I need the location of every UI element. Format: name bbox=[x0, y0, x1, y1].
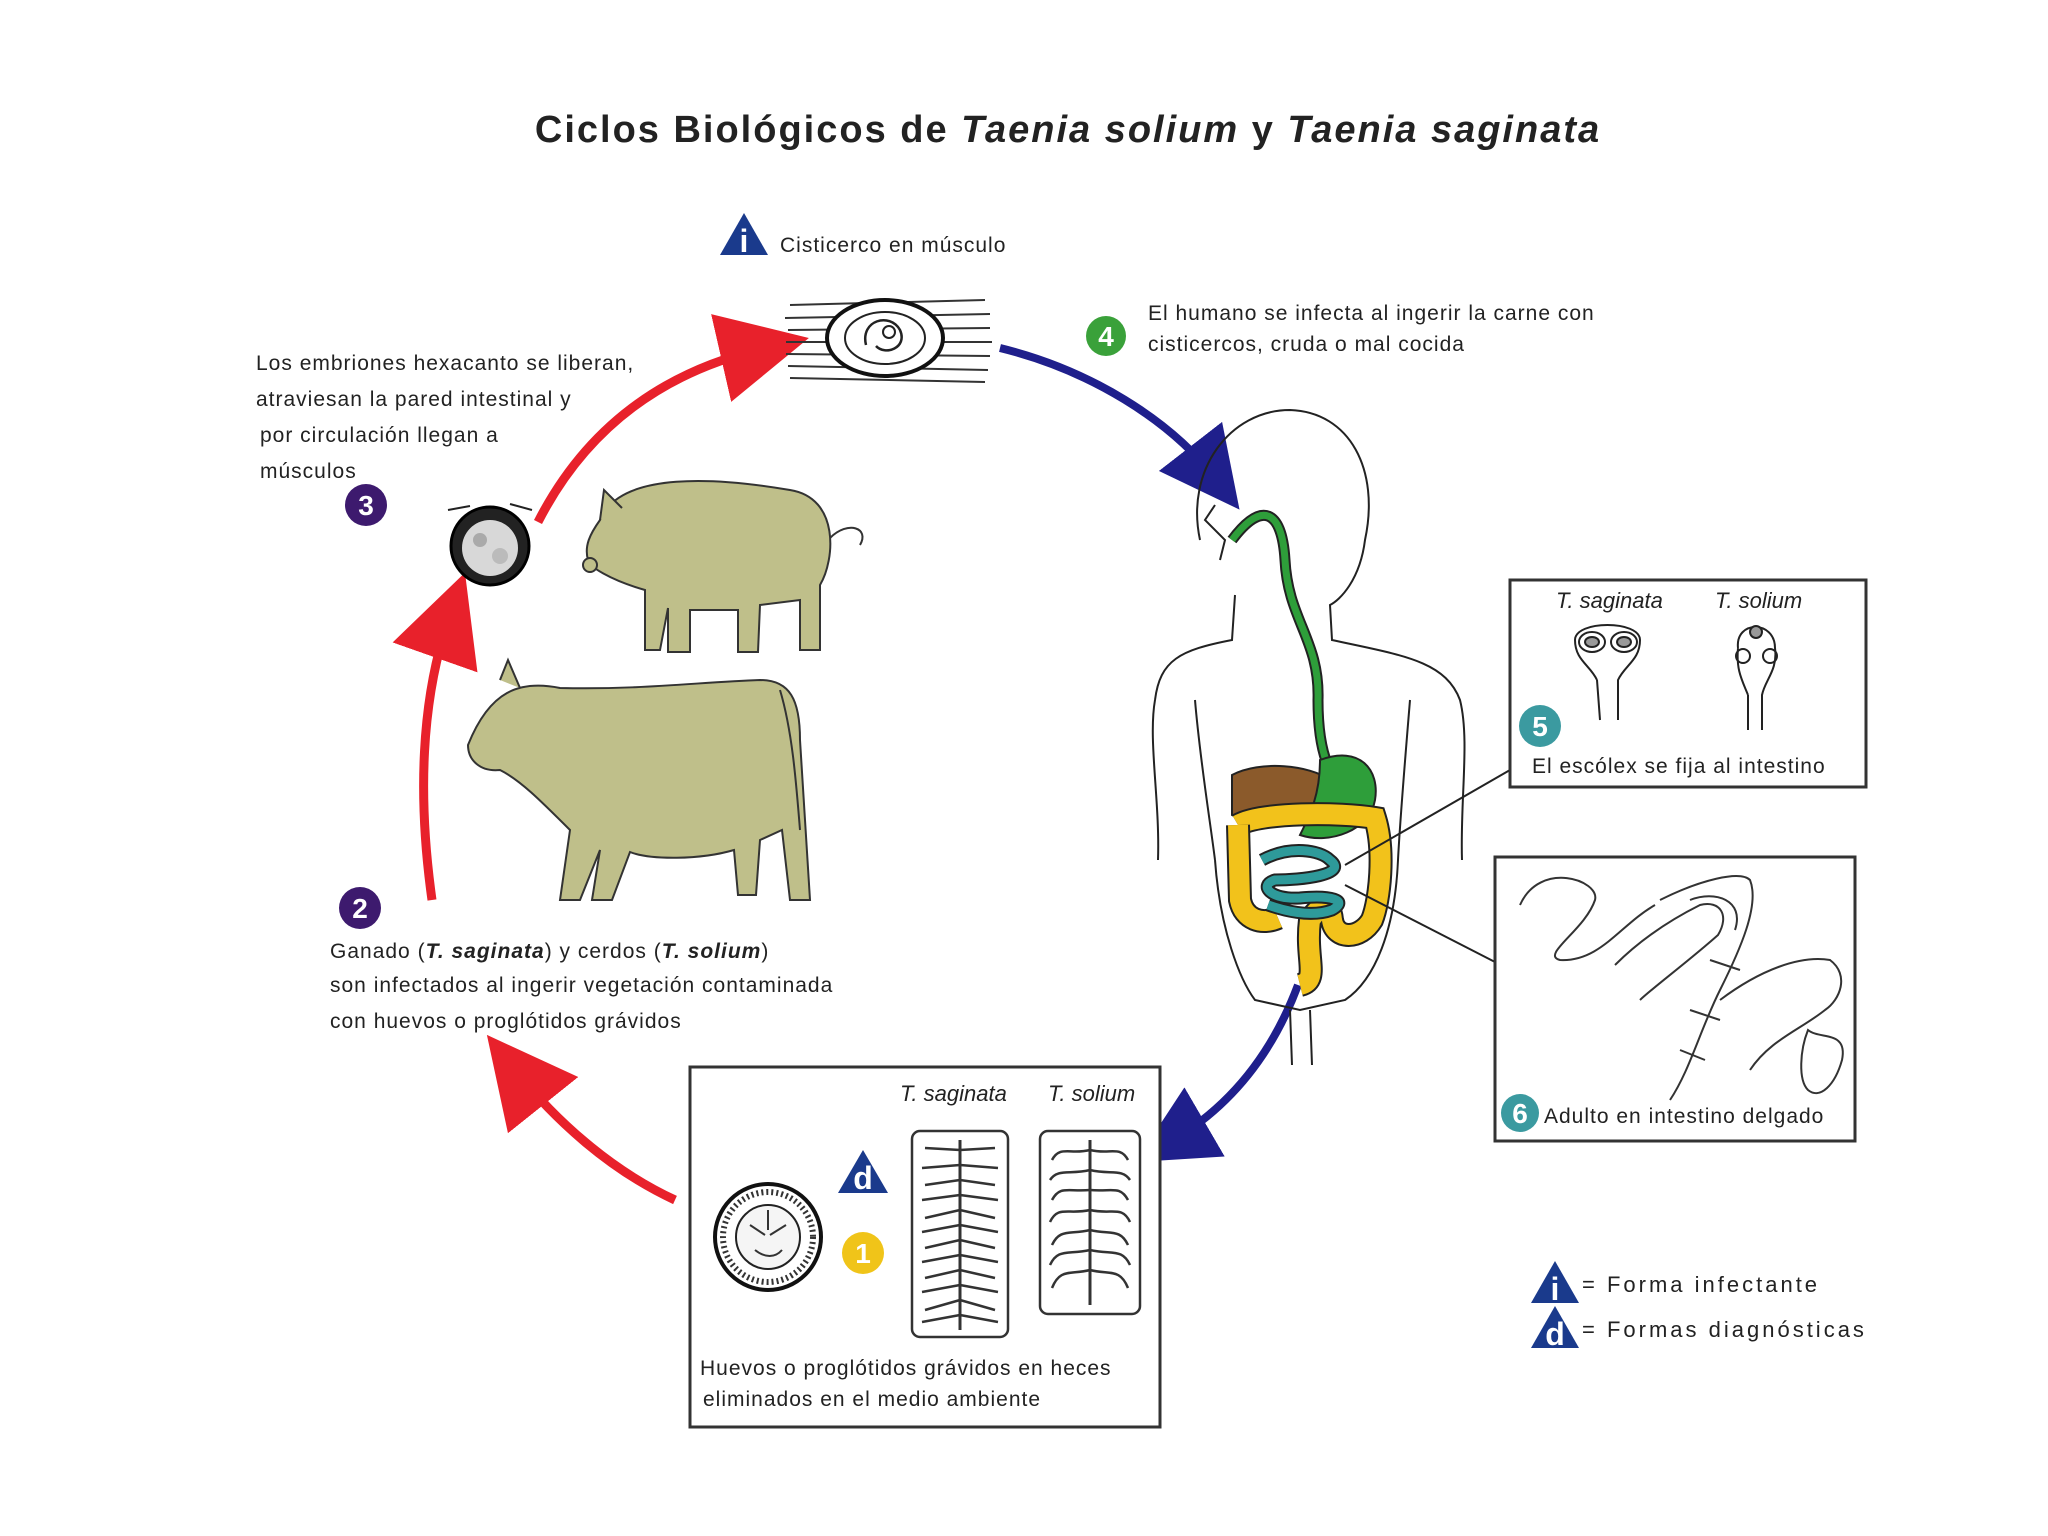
step-4-badge: 4 bbox=[1086, 316, 1126, 356]
step-4-text-line2: cisticercos, cruda o mal cocida bbox=[1148, 333, 1465, 356]
infective-form-triangle-icon: i bbox=[720, 213, 768, 259]
adult-tapeworm-drawing bbox=[1519, 875, 1844, 1101]
step-6-badge: 6 bbox=[1501, 1094, 1539, 1132]
step-2-badge: 2 bbox=[339, 887, 381, 929]
eggs-caption-line1: Huevos o proglótidos grávidos en heces bbox=[700, 1357, 1112, 1380]
eggs-proglottids-box: T. saginata T. solium d 1 Huevos bbox=[688, 1065, 1162, 1429]
human-illustration bbox=[1151, 408, 1466, 1066]
step-2-text-line2: son infectados al ingerir vegetación con… bbox=[330, 974, 833, 997]
legend-diagnostic-label: = Formas diagnósticas bbox=[1582, 1317, 1867, 1342]
legend-diagnostic-triangle-icon: d bbox=[1531, 1306, 1579, 1352]
legend-infective-triangle-icon: i bbox=[1531, 1261, 1579, 1307]
step-5-badge: 5 bbox=[1519, 705, 1561, 747]
svg-text:i: i bbox=[740, 223, 749, 259]
step-3-text-line2: atraviesan la pared intestinal y bbox=[256, 388, 572, 411]
step-2-text-line3: con huevos o proglótidos grávidos bbox=[330, 1010, 682, 1033]
cysticercus-in-muscle-illustration bbox=[784, 298, 992, 383]
arrow-to-human bbox=[999, 344, 1240, 510]
svg-text:5: 5 bbox=[1532, 711, 1548, 742]
arrow-to-livestock bbox=[486, 1034, 677, 1205]
saginata-proglottid-drawing bbox=[910, 1129, 1010, 1339]
pointer-line-adult bbox=[1344, 884, 1496, 963]
eggs-caption-line2: eliminados en el medio ambiente bbox=[703, 1388, 1041, 1411]
step-1-badge: 1 bbox=[842, 1232, 884, 1274]
step-3-text-line4: músculos bbox=[260, 460, 357, 483]
scolex-caption: El escólex se fija al intestino bbox=[1532, 755, 1826, 778]
legend: i = Forma infectante d = Formas diagnóst… bbox=[1531, 1261, 1867, 1352]
pointer-line-scolex bbox=[1344, 769, 1511, 866]
adult-worm-box: 6 Adulto en intestino delgado bbox=[1493, 855, 1857, 1143]
svg-text:3: 3 bbox=[358, 490, 374, 521]
svg-text:d: d bbox=[1545, 1316, 1565, 1352]
page-title: Ciclos Biológicos de Taenia solium y Tae… bbox=[535, 109, 1601, 151]
diagnostic-form-triangle-icon: d bbox=[838, 1150, 888, 1196]
svg-text:6: 6 bbox=[1512, 1098, 1528, 1129]
solium-scolex-drawing bbox=[1735, 625, 1778, 730]
pig-illustration bbox=[582, 480, 864, 653]
adult-caption: Adulto en intestino delgado bbox=[1544, 1105, 1824, 1128]
svg-text:1: 1 bbox=[855, 1238, 871, 1269]
arrow-to-feces bbox=[1135, 983, 1302, 1163]
scolex-box: T. saginata T. solium 5 El escólex se fi… bbox=[1508, 578, 1868, 789]
step-4-text-line1: El humano se infecta al ingerir la carne… bbox=[1148, 302, 1595, 325]
legend-infective-label: = Forma infectante bbox=[1582, 1272, 1820, 1297]
solium-proglottid-drawing bbox=[1038, 1129, 1142, 1316]
svg-text:i: i bbox=[1551, 1271, 1560, 1307]
arrow-to-embryo bbox=[392, 572, 478, 901]
proglottid-species-b: T. solium bbox=[1048, 1081, 1135, 1106]
scolex-species-a: T. saginata bbox=[1556, 588, 1663, 613]
scolex-species-b: T. solium bbox=[1715, 588, 1802, 613]
step-3-text-line1: Los embriones hexacanto se liberan, bbox=[256, 352, 634, 375]
saginata-scolex-drawing bbox=[1574, 624, 1642, 721]
step-2-text-line1: Ganado (T. saginata) y cerdos (T. solium… bbox=[330, 940, 769, 963]
taenia-egg-drawing bbox=[713, 1182, 823, 1292]
svg-text:4: 4 bbox=[1098, 321, 1114, 352]
step-3-badge: 3 bbox=[345, 484, 387, 526]
hexacanth-embryo-illustration bbox=[447, 503, 533, 587]
proglottid-species-a: T. saginata bbox=[900, 1081, 1007, 1106]
svg-text:2: 2 bbox=[352, 893, 368, 924]
svg-text:d: d bbox=[853, 1160, 873, 1196]
step-3-text-line3: por circulación llegan a bbox=[260, 424, 499, 447]
cow-illustration bbox=[466, 657, 812, 901]
arrow-to-muscle bbox=[533, 314, 809, 525]
muscle-cyst-label: Cisticerco en músculo bbox=[780, 234, 1006, 257]
